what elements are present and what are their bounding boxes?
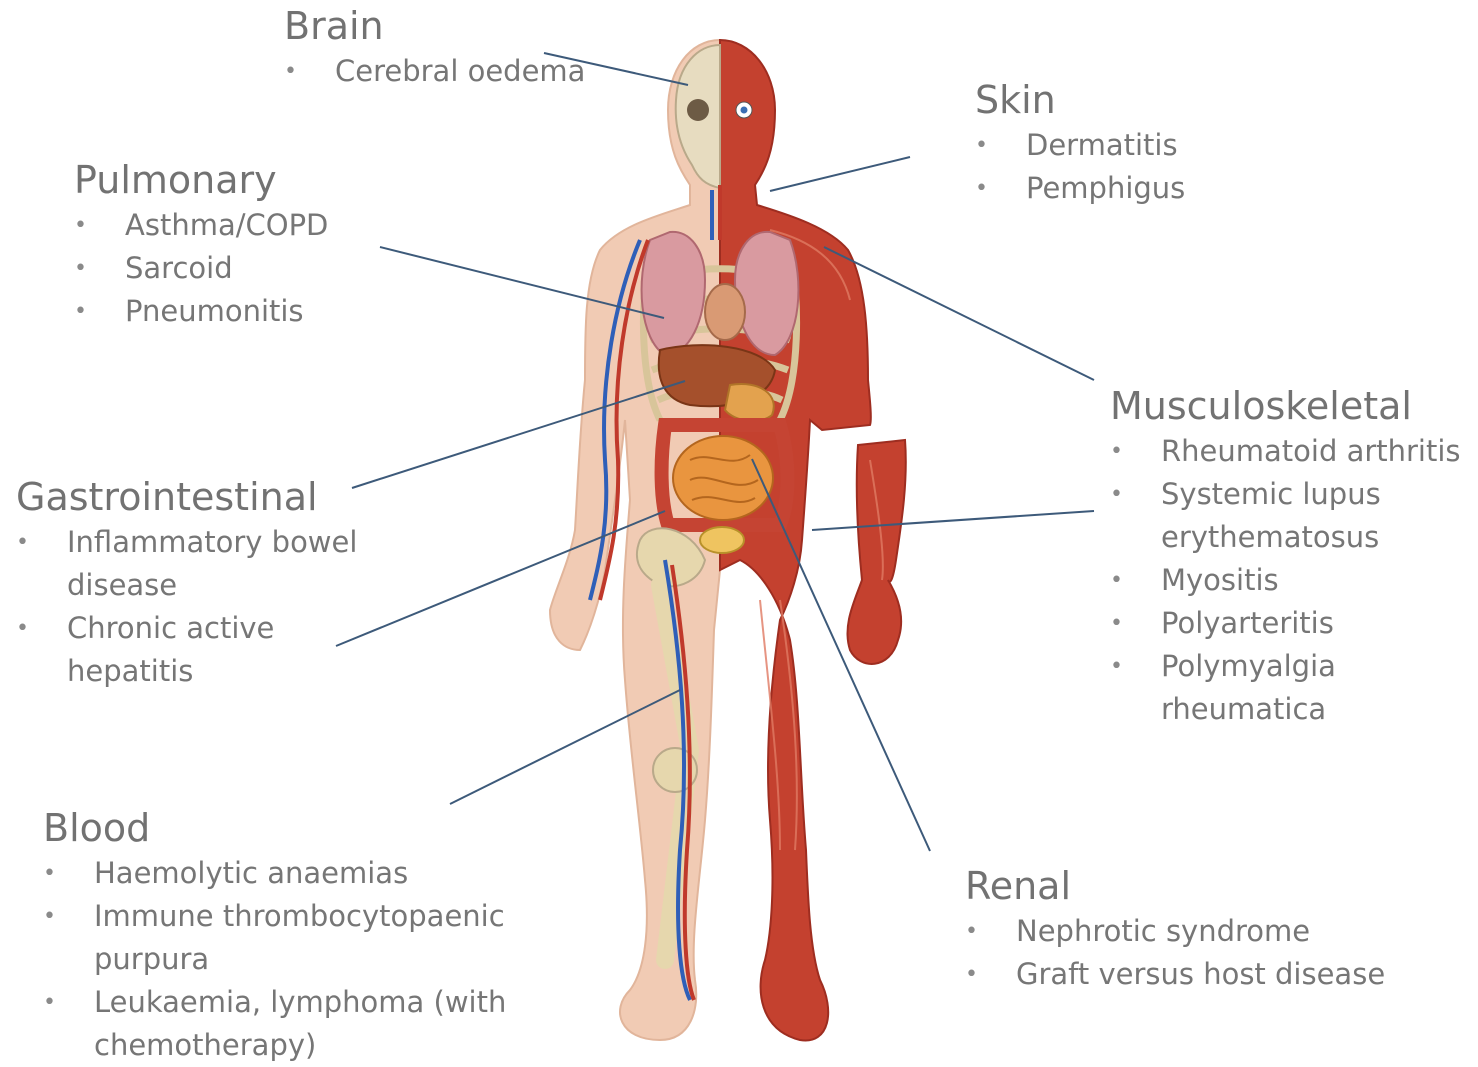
renal-group: Renal Nephrotic syndrome Graft versus ho… bbox=[965, 862, 1385, 996]
skin-list: Dermatitis Pemphigus bbox=[975, 124, 1185, 210]
list-item: Immune thrombocytopaenic purpura bbox=[43, 895, 584, 981]
list-item: Graft versus host disease bbox=[965, 953, 1385, 996]
blood-heading: Blood bbox=[43, 804, 584, 852]
heart bbox=[705, 284, 745, 340]
list-item: Haemolytic anaemias bbox=[43, 852, 584, 895]
musculoskeletal-heading: Musculoskeletal bbox=[1110, 382, 1475, 430]
small-intestine bbox=[673, 436, 773, 520]
list-item: Chronic active hepatitis bbox=[16, 607, 347, 693]
list-item: Inflammatory bowel disease bbox=[16, 521, 397, 607]
skin-group: Skin Dermatitis Pemphigus bbox=[975, 76, 1185, 210]
brain-group: Brain Cerebral oedema bbox=[284, 2, 585, 93]
musculoskeletal-list: Rheumatoid arthritis Systemic lupus eryt… bbox=[1110, 430, 1475, 731]
list-item: Pneumonitis bbox=[74, 290, 328, 333]
blood-group: Blood Haemolytic anaemias Immune thrombo… bbox=[43, 804, 584, 1067]
musculoskeletal-group: Musculoskeletal Rheumatoid arthritis Sys… bbox=[1110, 382, 1475, 731]
pulmonary-heading: Pulmonary bbox=[74, 156, 328, 204]
list-item: Leukaemia, lymphoma (with chemotherapy) bbox=[43, 981, 584, 1067]
gastrointestinal-heading: Gastrointestinal bbox=[16, 473, 397, 521]
list-item: Polymyalgia rheumatica bbox=[1110, 645, 1411, 731]
pulmonary-group: Pulmonary Asthma/COPD Sarcoid Pneumoniti… bbox=[74, 156, 328, 333]
list-item: Pemphigus bbox=[975, 167, 1185, 210]
skin-heading: Skin bbox=[975, 76, 1185, 124]
list-item: Rheumatoid arthritis bbox=[1110, 430, 1475, 473]
list-item: Cerebral oedema bbox=[284, 50, 585, 93]
body-illustration bbox=[550, 40, 906, 1040]
list-item: Myositis bbox=[1110, 559, 1475, 602]
leader-line-skin bbox=[770, 157, 910, 191]
bladder bbox=[700, 527, 744, 553]
brain-list: Cerebral oedema bbox=[284, 50, 585, 93]
blood-list: Haemolytic anaemias Immune thrombocytopa… bbox=[43, 852, 584, 1067]
list-item: Asthma/COPD bbox=[74, 204, 328, 247]
brain-heading: Brain bbox=[284, 2, 585, 50]
gastrointestinal-group: Gastrointestinal Inflammatory bowel dise… bbox=[16, 473, 397, 693]
detached-forearm bbox=[847, 440, 905, 664]
list-item: Dermatitis bbox=[975, 124, 1185, 167]
list-item: Nephrotic syndrome bbox=[965, 910, 1385, 953]
renal-heading: Renal bbox=[965, 862, 1385, 910]
list-item: Sarcoid bbox=[74, 247, 328, 290]
pulmonary-list: Asthma/COPD Sarcoid Pneumonitis bbox=[74, 204, 328, 333]
eye-socket bbox=[687, 99, 709, 121]
renal-list: Nephrotic syndrome Graft versus host dis… bbox=[965, 910, 1385, 996]
gastrointestinal-list: Inflammatory bowel disease Chronic activ… bbox=[16, 521, 397, 693]
leader-line-musculoskeletal-forearm bbox=[812, 511, 1094, 530]
list-item: Polyarteritis bbox=[1110, 602, 1475, 645]
list-item: Systemic lupus erythematosus bbox=[1110, 473, 1411, 559]
